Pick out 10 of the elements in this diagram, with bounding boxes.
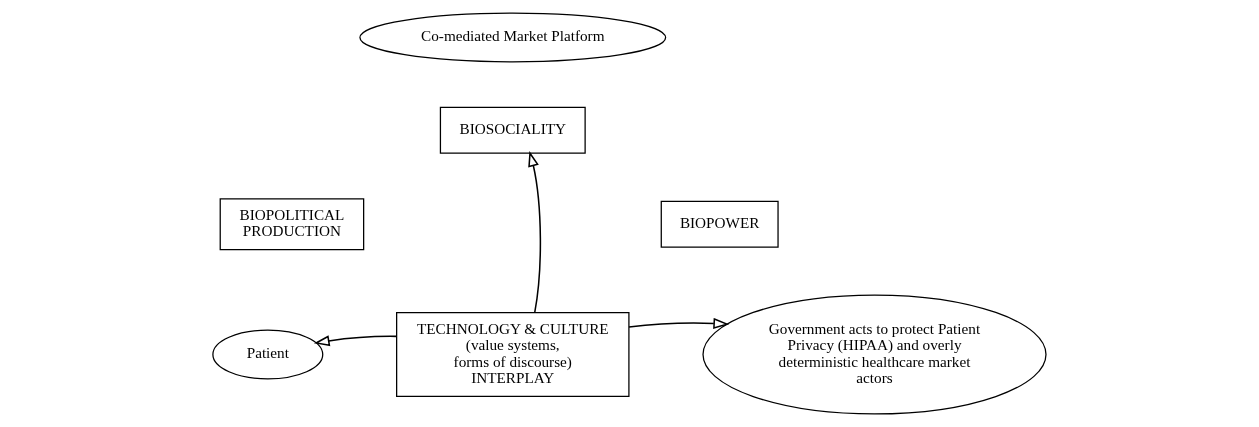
node-box: BIOPOLITICAL PRODUCTION (219, 198, 365, 251)
arrow (528, 150, 542, 314)
node-box: TECHNOLOGY & CULTURE (value systems, forms of discourse) INTERPLAY (396, 311, 630, 397)
arrow (628, 317, 730, 329)
node-ellipse: Co-mediated Market Platform (359, 12, 667, 63)
arrow (313, 335, 398, 347)
node-box: BIOPOWER (660, 200, 779, 248)
node-ellipse: Patient (212, 329, 324, 380)
node-ellipse: Government acts to protect Patient Privacy (HIPAA) and overly deterministic healthcare market actors (702, 294, 1047, 415)
node-box: BIOSOCIALITY (439, 106, 586, 154)
